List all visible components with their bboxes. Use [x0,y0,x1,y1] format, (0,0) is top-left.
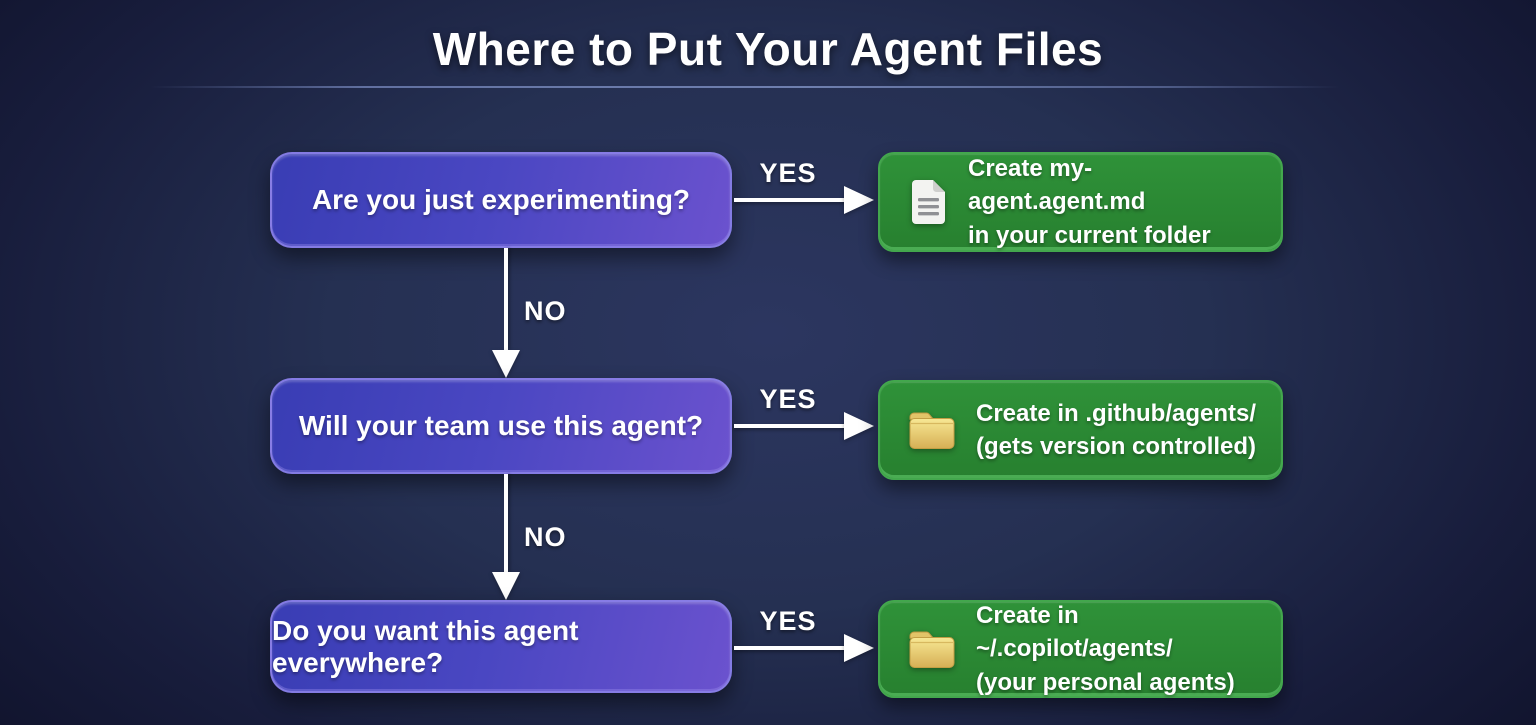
question-text: Do you want this agent everywhere? [272,614,579,678]
arrow-line [734,424,848,428]
no-label: NO [524,522,567,552]
arrow-head-right-icon [844,412,874,440]
question-box-experimenting: Are you just experimenting? [270,152,732,248]
arrow-line [504,474,508,572]
title-divider [150,86,1340,88]
question-text: Are you just experimenting? [311,184,691,215]
yes-label: YES [759,384,817,414]
question-box-team-use: Will your team use this agent? [270,378,732,474]
no-arrow-2: NO [490,474,600,600]
folder-icon [909,412,955,449]
page-title: Where to Put Your Agent Files [432,23,1104,75]
answer-box-github-agents: Create in .github/agents/ (gets version … [878,380,1283,480]
yes-arrow-1: YES [734,152,878,248]
answer-box-current-folder: Create my-agent.agent.md in your current… [878,152,1283,252]
yes-arrow-3: YES [734,600,878,696]
question-text: Will your team use this agent? [298,410,704,441]
answer-text: Create my-agent.agent.md in your current… [968,152,1265,251]
arrow-head-down-icon [492,572,520,600]
answer-line-1: Create in .github/agents/ [976,399,1257,427]
arrow-line [504,248,508,350]
answer-line-1: Create my-agent.agent.md [968,155,1146,216]
no-label: NO [524,296,567,326]
document-icon [912,180,945,224]
yes-label: YES [759,158,817,188]
no-arrow-1: NO [490,248,600,378]
question-box-agent-everywhere: Do you want this agent everywhere? [270,600,732,693]
folder-icon [909,631,955,668]
answer-line-2: (gets version controlled) [976,433,1257,460]
arrow-head-down-icon [492,350,520,378]
answer-text: Create in .github/agents/ (gets version … [976,397,1256,463]
answer-line-1: Create in ~/.copilot/agents/ [976,602,1173,663]
arrow-head-right-icon [844,186,874,214]
answer-text: Create in ~/.copilot/agents/ (your perso… [976,599,1265,698]
answer-box-copilot-agents: Create in ~/.copilot/agents/ (your perso… [878,600,1283,698]
yes-arrow-2: YES [734,378,878,474]
answer-line-2: (your personal agents) [976,668,1235,696]
arrow-line [734,198,848,202]
answer-line-2: in your current folder [968,221,1211,249]
yes-label: YES [759,606,817,636]
arrow-head-right-icon [844,634,874,662]
arrow-line [734,646,848,650]
